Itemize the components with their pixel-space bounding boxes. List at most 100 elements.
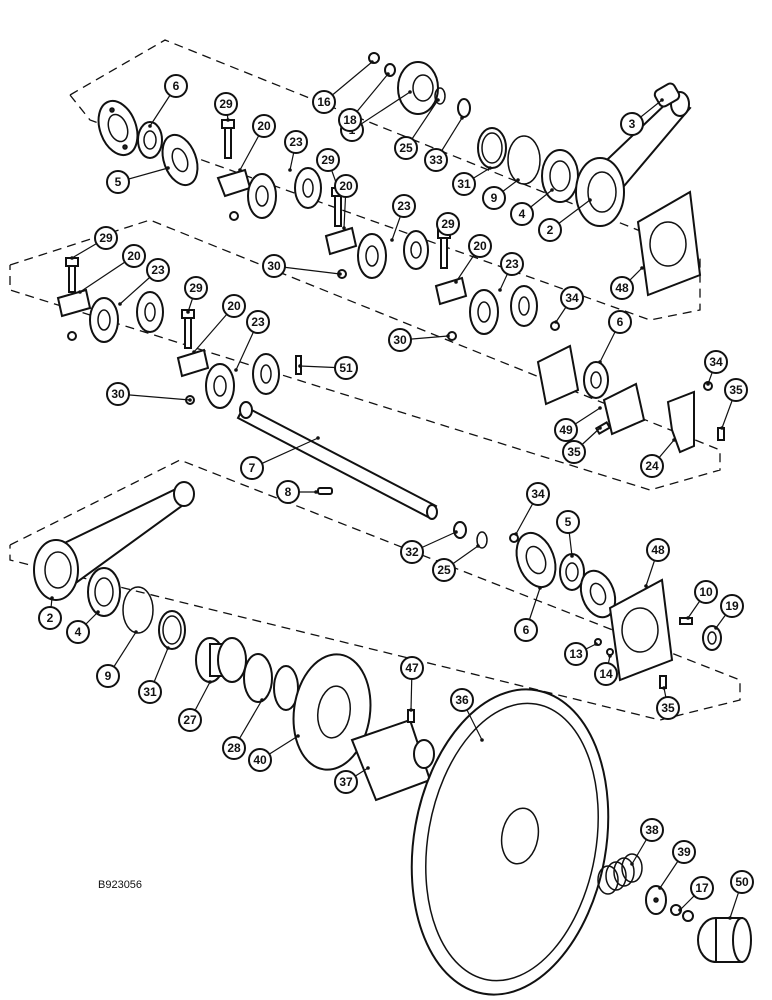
callout-30: 30 (106, 382, 130, 406)
callout-bubble (450, 688, 474, 712)
callout-bubble (106, 382, 130, 406)
callout-leader-tip (226, 118, 230, 122)
callout-5: 5 (106, 170, 130, 194)
spring (597, 853, 643, 895)
key (317, 487, 333, 495)
callout-9: 9 (482, 186, 506, 210)
callout-leader-tip (630, 862, 634, 866)
callout-bubble (672, 840, 696, 864)
callout-leader-tip (658, 886, 662, 890)
callout-3: 3 (620, 112, 644, 136)
washer (645, 885, 667, 915)
callout-leader-tip (538, 586, 542, 590)
callout-leader-tip (234, 368, 238, 372)
callout-leader-7 (251, 437, 319, 469)
callout-bubble (96, 664, 120, 688)
bearing-flange (536, 344, 646, 436)
washer (702, 625, 722, 651)
callout-number: 30 (267, 259, 281, 273)
yoke-clamp (216, 168, 252, 198)
clutch-plate (469, 289, 499, 335)
callout-number: 50 (735, 875, 749, 889)
callout-bubble (432, 558, 456, 582)
callout-leader-tip (409, 708, 413, 712)
callout-number: 9 (491, 191, 498, 205)
callout-18: 18 (338, 108, 362, 132)
callout-6: 6 (608, 310, 632, 334)
callout-number: 24 (645, 459, 659, 473)
callout-leader-tip (446, 334, 450, 338)
callout-29: 29 (214, 92, 238, 116)
callout-leader-tip (390, 238, 394, 242)
clutch-plate (403, 230, 429, 270)
callout-leader-tip (644, 584, 648, 588)
callout-bubble (640, 454, 664, 478)
upper-assembly-parts (97, 52, 702, 297)
callout-bubble (564, 642, 588, 666)
callout-number: 32 (405, 545, 419, 559)
drive-shaft (236, 401, 438, 520)
callout-leader-tip (78, 290, 82, 294)
callout-number: 4 (519, 207, 526, 221)
callout-leader-tip (298, 364, 302, 368)
callout-bubble (248, 748, 272, 772)
callout-number: 6 (523, 623, 530, 637)
callout-bubble (38, 606, 62, 630)
callout-35: 35 (656, 696, 680, 720)
callout-bubble (394, 136, 418, 160)
callout-bubble (554, 418, 578, 442)
callout-leader-tip (342, 226, 346, 230)
callout-leader-tip (96, 610, 100, 614)
callout-number: 29 (321, 153, 335, 167)
callout-number: 13 (569, 647, 583, 661)
callout-7: 7 (240, 456, 264, 480)
hex-nut (67, 331, 77, 341)
callout-leader-tip (516, 178, 520, 182)
callout-number: 33 (429, 153, 443, 167)
flange-plate (579, 569, 617, 619)
clutch-hub (195, 637, 247, 683)
small-bolt (594, 421, 612, 435)
callout-6: 6 (164, 74, 188, 98)
callout-29: 29 (316, 148, 340, 172)
retaining-ring (434, 87, 446, 105)
callout-leader-tip (714, 626, 718, 630)
callout-33: 33 (424, 148, 448, 172)
callout-number: 35 (661, 701, 675, 715)
callout-31: 31 (452, 172, 476, 196)
callout-leader-tip (686, 616, 690, 620)
callout-bubble (620, 112, 644, 136)
callout-2: 2 (538, 218, 562, 242)
callout-number: 17 (695, 881, 709, 895)
callout-number: 36 (455, 693, 469, 707)
callout-35: 35 (562, 440, 586, 464)
callout-36: 36 (450, 688, 474, 712)
callout-bubble (452, 172, 476, 196)
callout-number: 47 (405, 661, 419, 675)
callout-13: 13 (564, 642, 588, 666)
callout-bubble (214, 92, 238, 116)
callout-30: 30 (388, 328, 412, 352)
callout-bubble (222, 294, 246, 318)
hex-nut (229, 211, 239, 221)
callout-leader-tip (554, 320, 558, 324)
callout-bubble (730, 870, 754, 894)
callout-23: 23 (284, 130, 308, 154)
callout-28: 28 (222, 736, 246, 760)
callout-number: 14 (599, 667, 613, 681)
flange-plate (97, 99, 139, 157)
callout-51: 51 (334, 356, 358, 380)
hub (397, 61, 439, 115)
callout-bubble (510, 202, 534, 226)
callout-bubble (694, 580, 718, 604)
hex-nut (703, 381, 713, 391)
callout-bubble (594, 662, 618, 686)
callout-leader-tip (296, 734, 300, 738)
callout-bubble (252, 114, 276, 138)
callout-leader-tip (588, 198, 592, 202)
callout-number: 20 (473, 239, 487, 253)
callout-number: 23 (505, 257, 519, 271)
callout-24: 24 (640, 454, 664, 478)
small-bolt (679, 617, 693, 625)
